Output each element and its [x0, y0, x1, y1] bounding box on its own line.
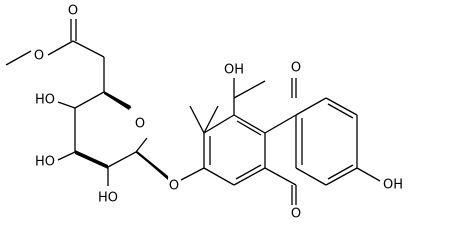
bond-C4-C5 — [74, 91, 105, 109]
ester-side-chain — [5, 19, 105, 92]
bond-ring3-a — [295, 97, 327, 116]
bond-ring1-e-inner — [235, 164, 262, 180]
bond-mid-b — [264, 114, 297, 134]
bond-carbonylC-CH2 — [72, 40, 105, 58]
wedge-C5-ringO — [104, 91, 131, 110]
atom-quinone-o-bottom: O — [291, 207, 301, 222]
bond-ring1-e — [233, 167, 266, 186]
bond-ring1-c-inner — [236, 120, 262, 136]
bond-C4-OH — [57, 101, 76, 109]
atom-carbonyl-o: O — [68, 4, 78, 19]
atom-oh-c3: HO — [35, 155, 55, 170]
bond-ring3-b-inner — [327, 103, 354, 119]
bond-ringO-C1 — [135, 137, 148, 153]
atom-ring-o: O — [135, 117, 145, 132]
bond-ring1-f — [203, 167, 235, 186]
bond-ring1-b — [203, 114, 235, 134]
wedge-C1-Oglyc — [136, 150, 168, 180]
bond-methyl2 — [203, 105, 219, 134]
bond-ring3-d — [325, 167, 358, 186]
bond-mid-c — [264, 167, 297, 186]
atom-oh-c1: OH — [224, 63, 244, 78]
atom-oh-c2: HO — [98, 191, 118, 206]
bond-ring1-c — [233, 114, 266, 134]
bond-methoxyO-carbonylC — [47, 40, 74, 56]
atom-quinone-o-top: O — [291, 61, 301, 76]
atom-labels: O O O O HO HO HO OH O O OH — [34, 4, 403, 222]
bond-ring3-d-inner — [327, 164, 354, 180]
bond-mid-a — [233, 80, 266, 99]
atom-methoxy-o: O — [34, 49, 44, 64]
bond-C1-C2 — [107, 151, 137, 168]
atom-glycosidic-o: O — [169, 179, 179, 194]
sugar-ring — [57, 91, 169, 186]
bond-methyl — [189, 105, 205, 134]
bond-O-C3a — [180, 167, 205, 181]
bond-methyl-methoxyO — [5, 50, 32, 66]
anthraquinone-core — [180, 78, 381, 205]
atom-oh-c4: HO — [35, 93, 55, 108]
wedge-C2-C3 — [75, 150, 108, 169]
bond-C3-OH — [57, 151, 76, 161]
atom-oh-c6: OH — [383, 178, 403, 193]
bond-ring3-e — [295, 167, 327, 186]
bond-C6-OH — [356, 167, 381, 182]
bond-ring3-b — [325, 97, 358, 116]
